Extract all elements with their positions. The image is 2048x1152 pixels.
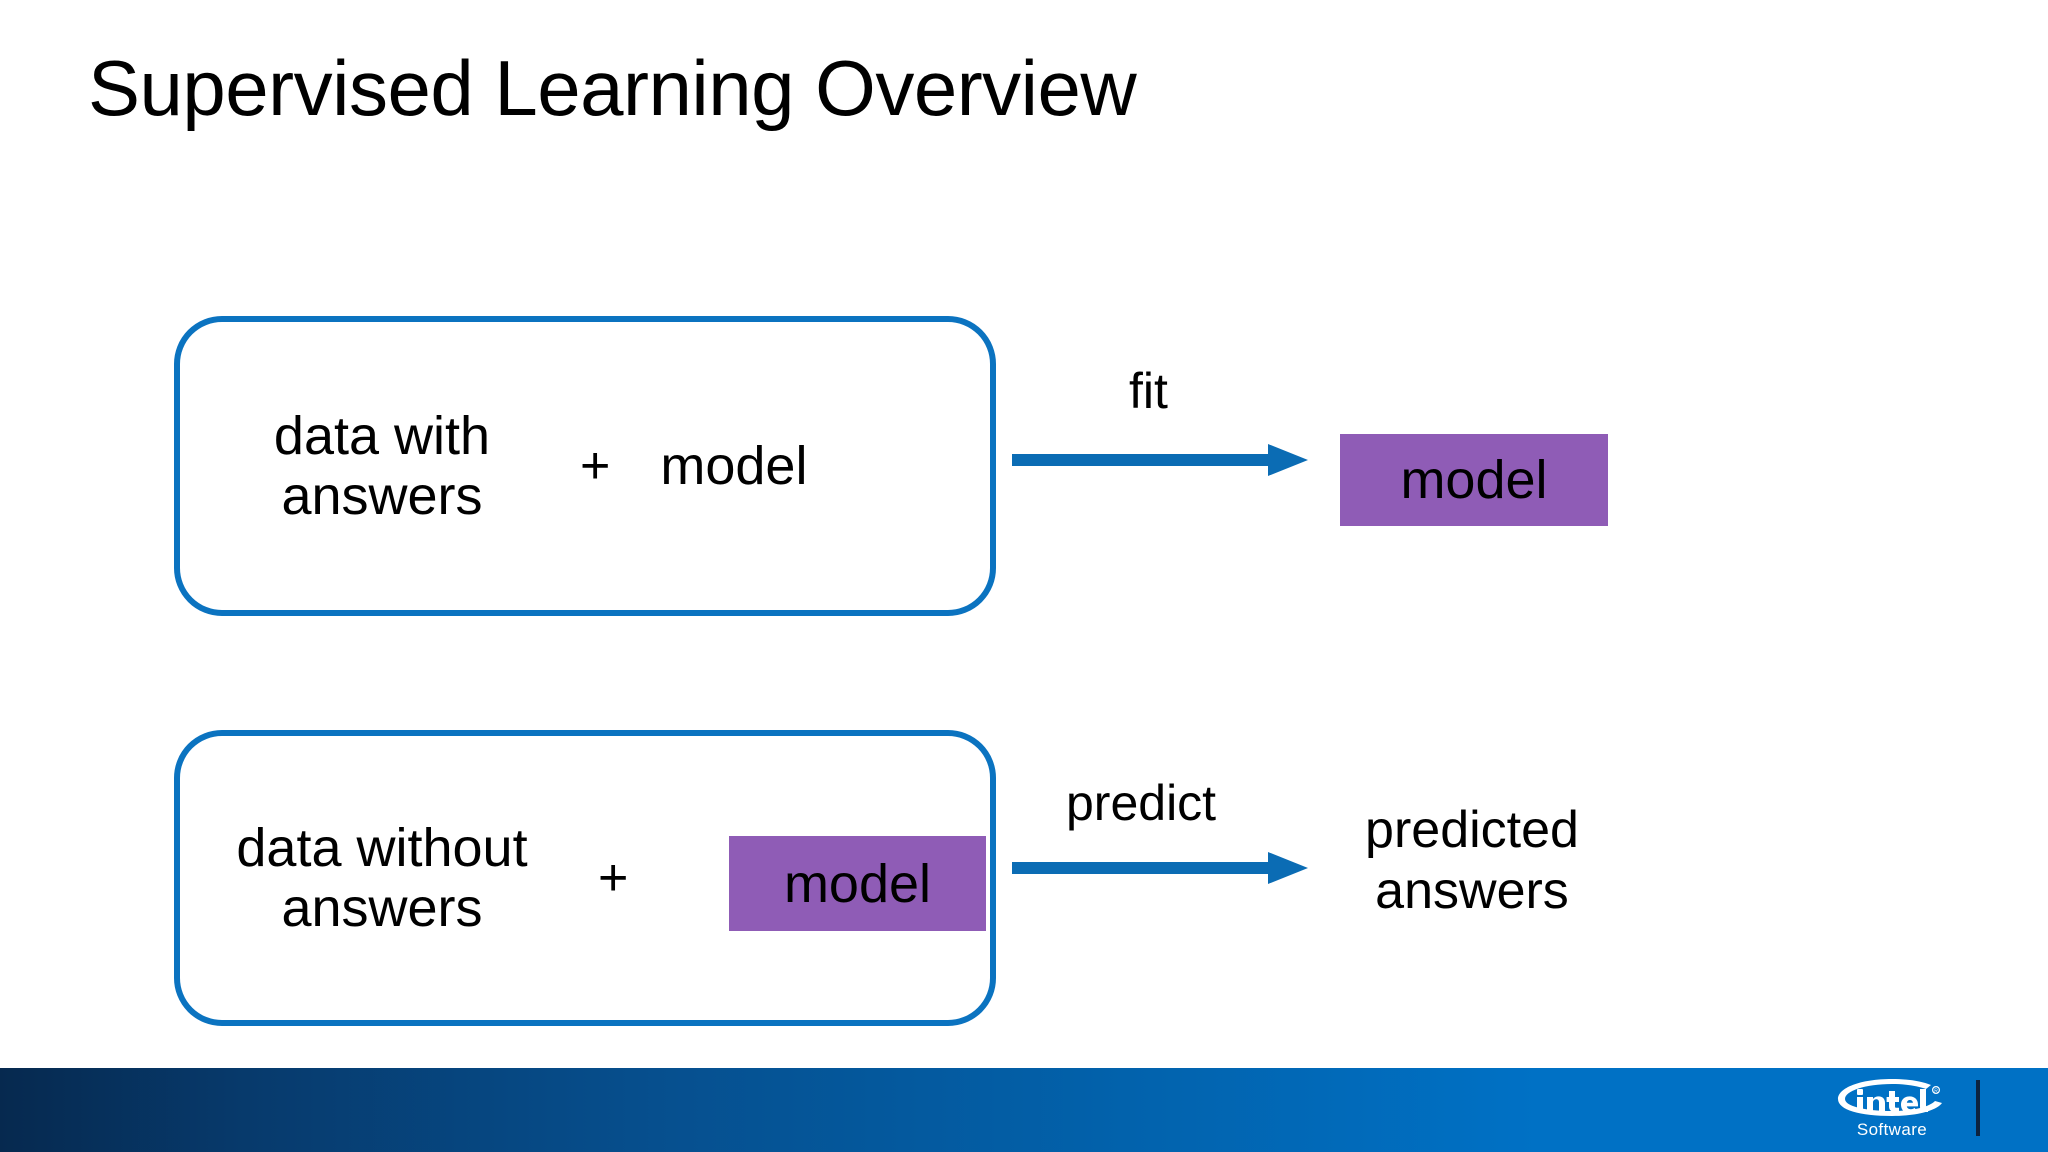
prediction-data-label: data without answers (236, 817, 528, 938)
footer-bar: R Software (0, 1068, 2048, 1152)
fit-arrow-label: fit (1129, 363, 1168, 419)
prediction-model-chip: model (729, 836, 986, 931)
arrow-right-icon-fit (1012, 444, 1308, 476)
prediction-box-contents: data without answers + (180, 736, 990, 1020)
intel-wordmark: R Software (1834, 1075, 1950, 1140)
page-title: Supervised Learning Overview (88, 44, 1137, 132)
prediction-input-box: data without answers + model (174, 730, 996, 1026)
training-input-box: data with answers + model (174, 316, 996, 616)
intel-software-logo: R Software (1834, 1075, 1986, 1140)
training-data-label: data with answers (273, 405, 491, 526)
plus-operator: + (580, 437, 611, 495)
fitted-model-chip: model (1340, 434, 1608, 526)
training-model-label: model (660, 436, 808, 496)
intel-logo-icon: R (1838, 1079, 1942, 1116)
training-box-contents: data with answers + model (180, 322, 990, 610)
plus-operator: + (598, 849, 629, 907)
arrow-right-icon-predict (1012, 852, 1308, 884)
intel-software-sublabel: Software (1856, 1120, 1928, 1139)
predicted-answers-label: predicted answers (1365, 801, 1579, 921)
predict-arrow-label: predict (1066, 775, 1217, 831)
logo-divider (1976, 1079, 1980, 1136)
svg-text:R: R (1934, 1088, 1938, 1094)
